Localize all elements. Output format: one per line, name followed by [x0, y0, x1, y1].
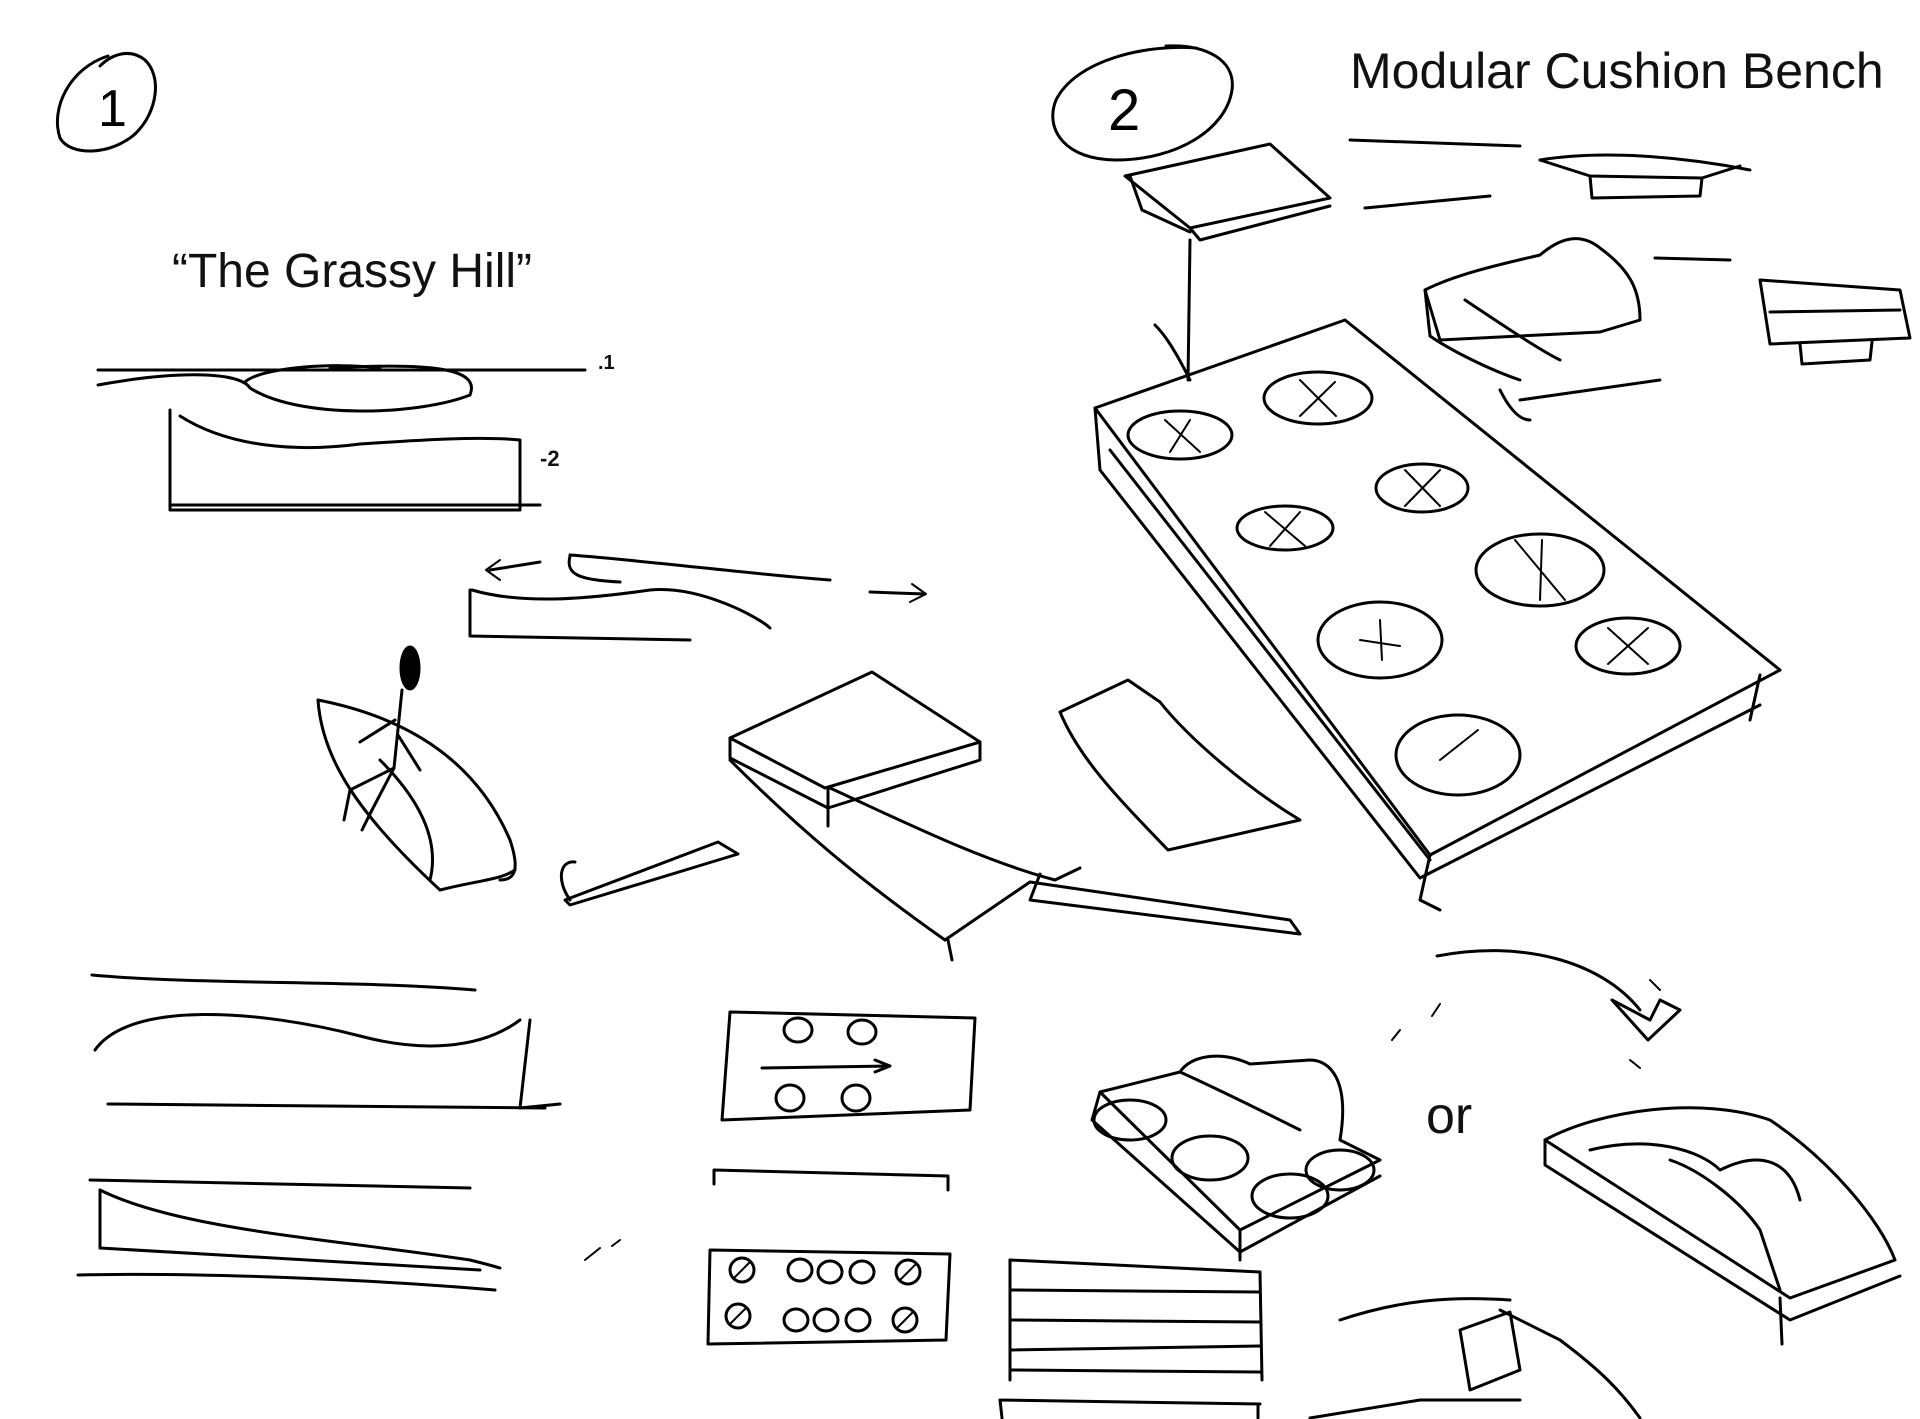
concept-1-number-circle: 1	[55, 51, 157, 153]
concept-1-title: “The Grassy Hill”	[172, 245, 533, 298]
concept-2-number: 2	[1108, 78, 1140, 143]
concept-2-number-circle: 2	[1051, 44, 1234, 162]
cushion-circle	[774, 1016, 878, 1113]
cushion-pillow-exploded	[1423, 237, 1912, 422]
layer-mark-2: -2	[540, 446, 560, 471]
bench-perforated-top	[1093, 318, 1782, 912]
bench-with-cushions-b	[1543, 1106, 1902, 1346]
hatched-cushion	[724, 1256, 922, 1334]
grassy-hill-elevation-sketches	[76, 973, 621, 1292]
bench-top-exploded	[1123, 138, 1752, 382]
grassy-hill-arrow-sketch	[468, 553, 927, 642]
layer-mark-1: .1	[598, 352, 615, 374]
cushion-arrow	[1391, 949, 1682, 1069]
figure-sitting-sketch	[316, 645, 517, 892]
concept-1-number: 1	[98, 80, 127, 138]
module-plan-sketches	[706, 1010, 977, 1346]
concept-2-title: Modular Cushion Bench	[1350, 43, 1884, 99]
cushion-hole	[1126, 370, 1682, 797]
option-or-word: or	[1426, 1087, 1473, 1145]
flat-bench-sketch	[728, 670, 1302, 962]
grassy-hill-layer-sketch	[96, 364, 587, 512]
hanger-sketch	[559, 840, 740, 907]
bench-with-cushions-a	[1090, 1054, 1382, 1262]
stacked-top-views	[998, 1258, 1642, 1419]
